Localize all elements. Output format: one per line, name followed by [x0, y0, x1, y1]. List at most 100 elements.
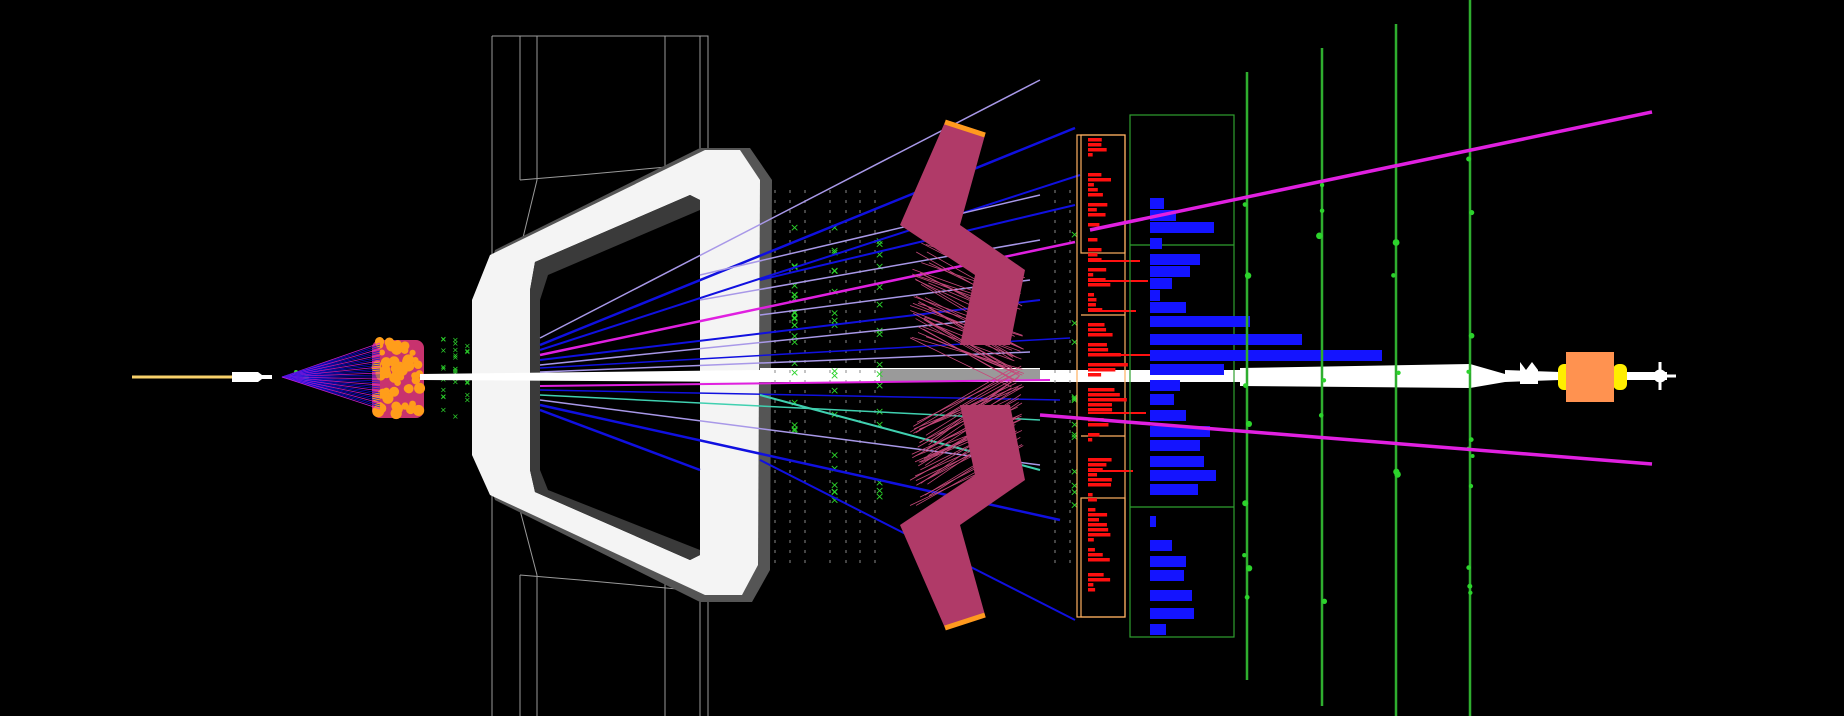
ecal-cell [1088, 138, 1102, 142]
vertex-station-hit: × [440, 335, 447, 344]
muon-hit [1321, 378, 1327, 383]
ecal-cell [1088, 373, 1102, 377]
ecal-cell [1088, 553, 1103, 557]
vertex-blob [376, 403, 387, 414]
vertex-station-hit: × [452, 336, 459, 345]
vertex-blob [406, 404, 416, 415]
ecal-cell [1088, 573, 1104, 577]
ecal-cell [1088, 258, 1102, 262]
tracker-hit: × [1070, 428, 1079, 441]
particle-track [539, 399, 1041, 466]
vertex-blob [376, 372, 386, 381]
tracker-hit: × [1070, 335, 1079, 348]
muon-hit [1393, 468, 1400, 475]
tracker-hit: × [830, 462, 839, 475]
hcal-cell [1150, 590, 1192, 601]
ecal-cell [1088, 348, 1109, 352]
vertex-station-hit: × [452, 369, 459, 378]
tracker-hit: × [1070, 228, 1079, 241]
ecal-cell [1088, 468, 1103, 472]
ecal-cell [1088, 368, 1116, 372]
ecal-cell [1088, 470, 1133, 472]
tracker-hit: × [875, 418, 884, 431]
muon-hit [1245, 420, 1253, 427]
hcal-cell [1150, 394, 1174, 405]
tracker-hit: × [1070, 479, 1079, 492]
tracker-hit: × [790, 336, 799, 349]
vertex-station-hit: × [452, 412, 459, 421]
vertex-station-hit: × [464, 378, 471, 387]
ecal-cell [1088, 533, 1111, 537]
ecal-cell [1088, 273, 1094, 277]
tracker-hit: × [790, 366, 799, 379]
tracker-hit: × [830, 369, 839, 382]
vertex-station-hit: × [440, 335, 447, 344]
ecal-cell [1088, 483, 1112, 487]
ecal-cell [1088, 423, 1109, 427]
ecal-cell [1088, 298, 1097, 302]
ecal-cell [1088, 280, 1148, 282]
tracker-hit: × [875, 484, 884, 497]
tracker-hit: × [830, 306, 839, 319]
vertex-blob [390, 364, 400, 374]
ecal-cell [1088, 188, 1098, 192]
muon-hit [1243, 383, 1248, 389]
hcal-cell [1150, 198, 1164, 209]
ecal-cell [1088, 248, 1102, 252]
vertex-station-hit: × [452, 345, 459, 354]
tracker-hit: × [790, 279, 799, 292]
particle-track [539, 379, 1051, 387]
hcal-frame [1129, 114, 1235, 638]
hcal-cell [1150, 608, 1194, 619]
tracker-hit: × [875, 248, 884, 261]
hcal-cell [1150, 238, 1162, 249]
muon-hit [1469, 209, 1475, 216]
hcal-cell [1150, 516, 1156, 527]
rich-photon [909, 337, 1012, 388]
vertex-station-hit: × [440, 392, 447, 401]
particle-track [539, 174, 1081, 351]
ecal-cell [1088, 408, 1113, 412]
particle-track [699, 194, 1041, 276]
vertex-station-hit: × [464, 377, 471, 386]
muon-hit [1242, 553, 1247, 558]
ecal-cell [1088, 183, 1094, 187]
tracker-hit: × [790, 288, 799, 301]
particle-track [539, 351, 1031, 373]
ecal-frame [1076, 134, 1126, 618]
muon-hit [1396, 370, 1401, 375]
ecal-cell [1088, 173, 1102, 177]
vertex-station-hit: × [440, 346, 447, 355]
vertex-station-hit: × [452, 353, 459, 362]
vertex-station-hit: × [464, 391, 471, 400]
tracker-hit: × [790, 312, 799, 325]
vertex-blob [389, 372, 400, 383]
ecal-cell [1088, 438, 1093, 442]
hcal-cell [1150, 316, 1250, 327]
muon-hit [1468, 332, 1475, 339]
ecal-cell [1088, 548, 1095, 552]
hcal-cell [1150, 484, 1198, 495]
fan-track [281, 376, 381, 410]
ecal-cell [1088, 223, 1100, 227]
tracker-hit: × [1070, 430, 1079, 443]
muon-hit [1468, 437, 1474, 442]
tracker-hit: × [875, 260, 884, 273]
vertex-blob [402, 359, 415, 372]
muon-hit [1244, 272, 1252, 279]
vertex-station-hit: × [440, 386, 447, 395]
ecal-cell [1088, 558, 1110, 562]
tracker-hit: × [1070, 393, 1079, 406]
vertex-blob [403, 384, 412, 393]
ecal-cell [1088, 458, 1112, 462]
hcal-cell [1150, 570, 1184, 581]
tracker-hit: × [875, 368, 884, 381]
vertex-blob [380, 357, 392, 368]
tracker-hit: × [875, 379, 884, 392]
ecal-cell [1088, 433, 1100, 437]
ecal-cell [1088, 578, 1111, 582]
vertex-blob [390, 407, 402, 420]
